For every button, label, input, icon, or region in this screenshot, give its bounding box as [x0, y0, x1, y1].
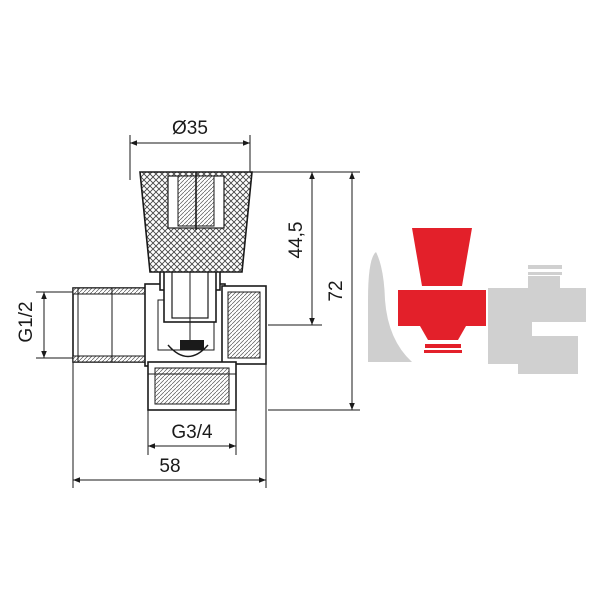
dimension-outlet-thread: G3/4	[147, 410, 237, 455]
dim-label-total-height: 72	[326, 280, 347, 301]
dimension-total-length: 58	[72, 362, 267, 488]
dim-label-total-length: 58	[159, 456, 180, 477]
dim-label-outlet-thread: G3/4	[171, 422, 213, 443]
right-connector	[221, 285, 267, 365]
dim-label-handle-height: 44,5	[286, 222, 307, 259]
dimension-total-height: 72	[252, 171, 360, 411]
valve-section-drawing	[72, 171, 267, 411]
handle-cap	[139, 171, 253, 273]
dim-label-handle-diameter: Ø35	[172, 118, 208, 139]
outlet-connector	[147, 361, 237, 411]
dimension-handle-diameter: Ø35	[129, 118, 251, 180]
dim-label-inlet-thread: G1/2	[16, 301, 37, 342]
dimension-inlet-thread: G1/2	[16, 291, 73, 359]
valve-installation-icon	[368, 228, 586, 374]
inlet-connector	[72, 287, 150, 363]
